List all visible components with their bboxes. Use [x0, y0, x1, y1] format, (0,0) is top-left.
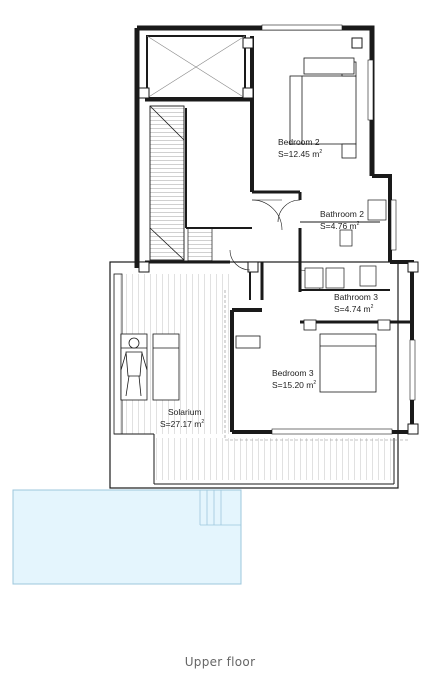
room-label-bathroom-2: Bathroom 2 S=4.76 m2: [320, 209, 364, 231]
interior-walls: [145, 35, 412, 324]
svg-text:Bathroom 3: Bathroom 3: [334, 292, 378, 302]
room-label-bedroom-3: Bedroom 3 S=15.20 m2: [272, 368, 316, 390]
svg-text:S=15.20 m2: S=15.20 m2: [272, 380, 316, 390]
room-label-bedroom-2: Bedroom 2 S=12.45 m2: [278, 137, 322, 159]
pool: [12, 489, 242, 585]
windows: [261, 24, 416, 435]
sun-loungers: [120, 333, 180, 401]
svg-text:Bathroom 2: Bathroom 2: [320, 209, 364, 219]
svg-text:Solarium: Solarium: [168, 407, 202, 417]
svg-text:Bedroom 2: Bedroom 2: [278, 137, 320, 147]
svg-text:S=12.45 m2: S=12.45 m2: [278, 149, 322, 159]
svg-text:S=4.74 m2: S=4.74 m2: [334, 304, 374, 314]
svg-text:S=27.17 m2: S=27.17 m2: [160, 419, 204, 429]
staircase: [149, 105, 213, 263]
columns: [138, 37, 419, 435]
bed-bedroom-2: [289, 57, 357, 159]
room-label-solarium: Solarium S=27.17 m2: [160, 407, 204, 429]
svg-text:Bedroom 3: Bedroom 3: [272, 368, 314, 378]
pool-steps: [199, 490, 241, 526]
bathroom-fixtures: [304, 199, 387, 289]
bed-bedroom-3: [235, 319, 391, 393]
svg-text:S=4.76 m2: S=4.76 m2: [320, 221, 360, 231]
room-label-bathroom-3: Bathroom 3 S=4.74 m2: [334, 292, 378, 314]
plan-caption: Upper floor: [184, 655, 256, 669]
